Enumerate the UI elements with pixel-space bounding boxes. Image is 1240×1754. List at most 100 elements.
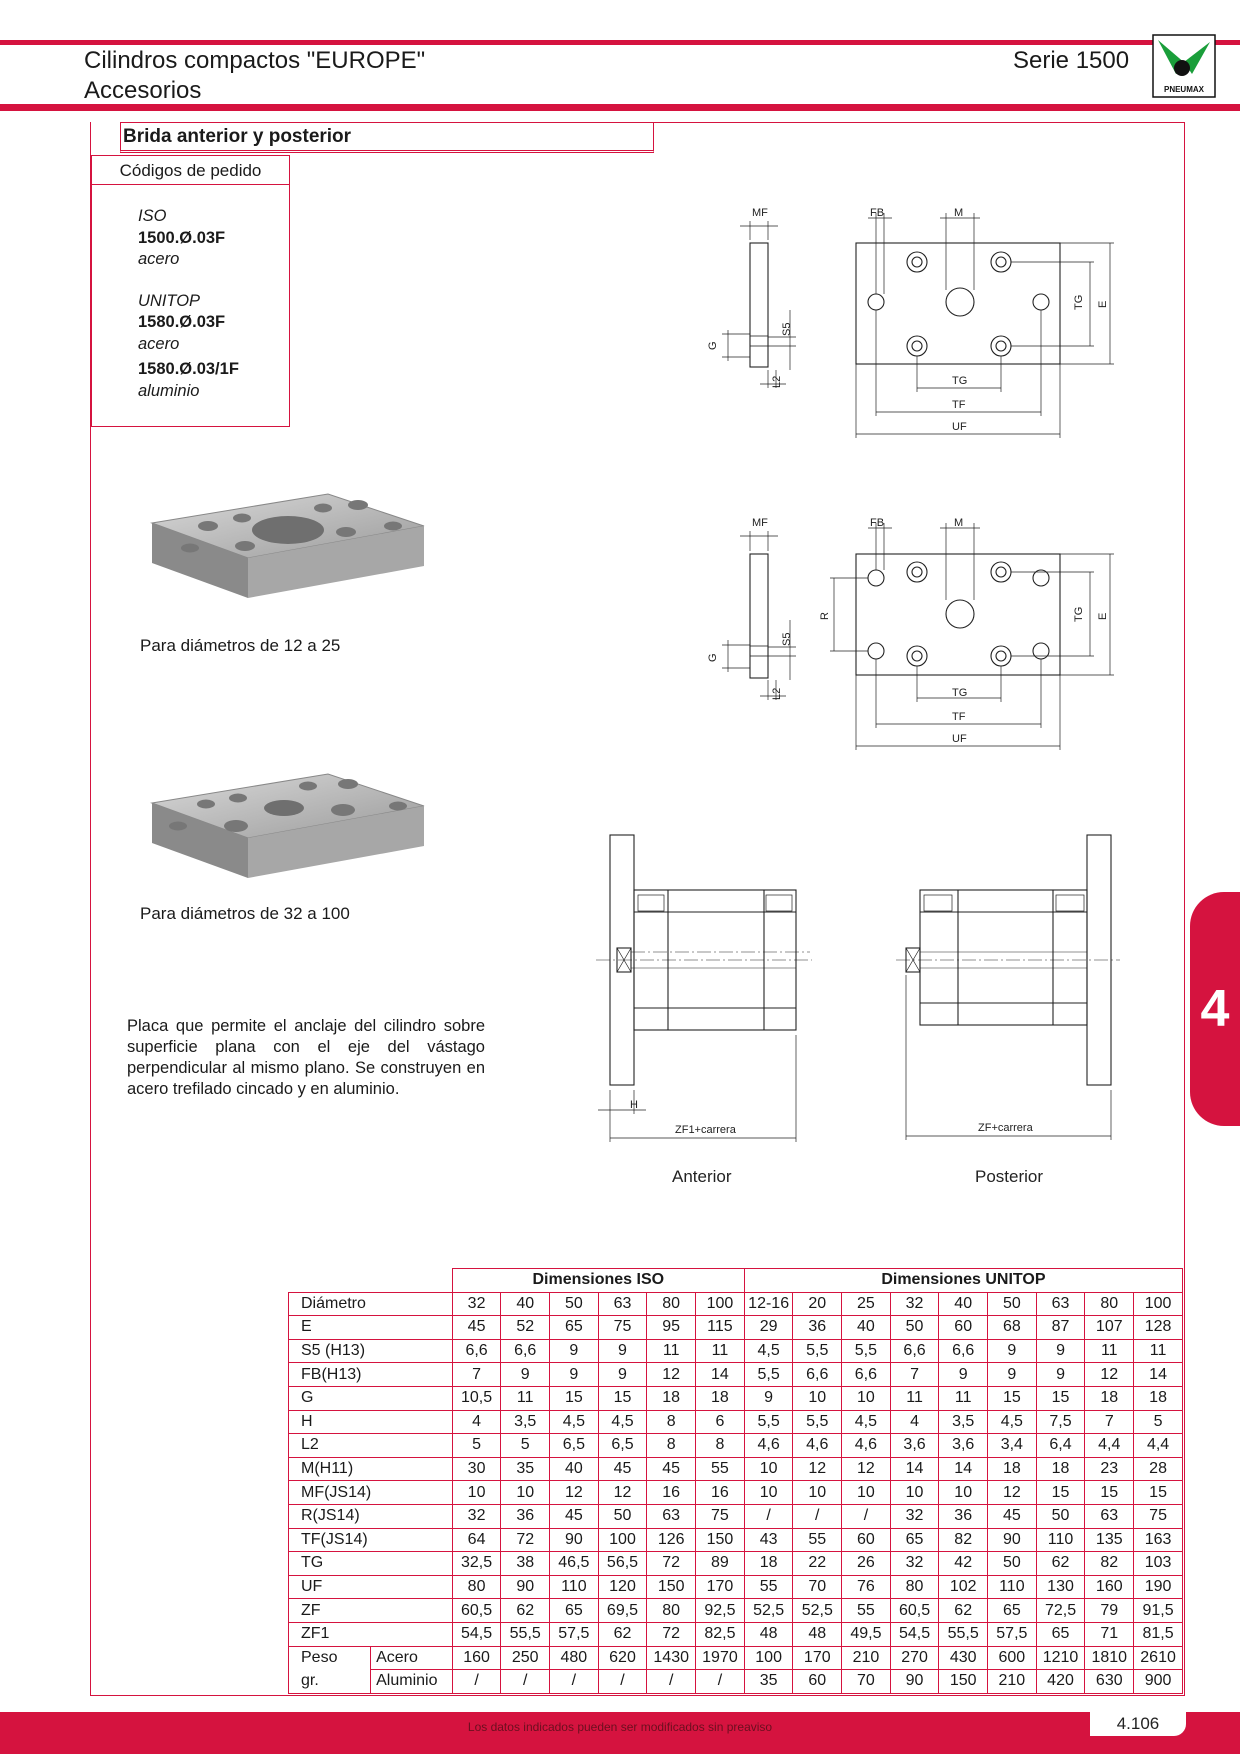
iso-cell: 1970 bbox=[695, 1645, 745, 1671]
unitop-cell: 4,5 bbox=[743, 1338, 794, 1364]
label-tg-v-2: TG bbox=[1073, 607, 1085, 622]
unitop-cell: 9 bbox=[987, 1338, 1037, 1364]
unitop-cell: 22 bbox=[792, 1551, 843, 1576]
iso-cell: 55 bbox=[695, 1456, 745, 1482]
unitop-cell: 4,4 bbox=[1084, 1433, 1135, 1458]
unitop-cell: 57,5 bbox=[987, 1621, 1037, 1647]
row-label: R(JS14) bbox=[288, 1503, 453, 1529]
iso-cell: / bbox=[549, 1669, 599, 1694]
content-frame bbox=[90, 122, 1185, 1696]
row-label: Diámetro bbox=[288, 1291, 453, 1317]
unitop-cell: 15 bbox=[1035, 1385, 1086, 1411]
label-l2-1: L2 bbox=[771, 376, 783, 388]
label-g-1: G bbox=[707, 341, 719, 350]
unitop-cell: 630 bbox=[1084, 1669, 1135, 1694]
code-unitop-alu: 1580.Ø.03/1F bbox=[138, 360, 239, 378]
unitop-cell: 82 bbox=[1084, 1551, 1135, 1576]
unitop-cell: 23 bbox=[1084, 1456, 1135, 1482]
unitop-cell: 163 bbox=[1133, 1527, 1183, 1553]
label-r-2: R bbox=[819, 612, 831, 620]
label-tg-v-1: TG bbox=[1073, 295, 1085, 310]
photo-caption-small: Para diámetros de 12 a 25 bbox=[140, 636, 341, 655]
iso-cell: 15 bbox=[549, 1385, 599, 1411]
unitop-cell: 55,5 bbox=[938, 1621, 989, 1647]
unitop-cell: 40 bbox=[938, 1291, 989, 1317]
row-label: FB(H13) bbox=[288, 1362, 453, 1387]
iso-cell: 6,5 bbox=[597, 1433, 648, 1458]
unitop-cell: 52,5 bbox=[792, 1598, 843, 1623]
iso-cell: 4,5 bbox=[597, 1409, 648, 1435]
iso-cell: 5 bbox=[500, 1433, 551, 1458]
unitop-cell: 190 bbox=[1133, 1574, 1183, 1600]
label-tf-1: TF bbox=[952, 399, 966, 411]
unitop-cell: 4,5 bbox=[987, 1409, 1037, 1435]
header-bottom-bar bbox=[0, 104, 1240, 111]
unitop-cell: 70 bbox=[841, 1669, 891, 1694]
weight-material: Acero bbox=[370, 1645, 453, 1671]
unitop-cell: 7 bbox=[889, 1362, 940, 1387]
unitop-cell: 5,5 bbox=[841, 1338, 891, 1364]
unitop-cell: 4,6 bbox=[743, 1433, 794, 1458]
weight-label: Peso bbox=[287, 1645, 372, 1670]
unitop-cell: 79 bbox=[1084, 1598, 1135, 1623]
unitop-cell: 60 bbox=[792, 1669, 843, 1694]
code-unitop-alu-material: aluminio bbox=[138, 381, 200, 400]
iso-cell: 63 bbox=[597, 1291, 648, 1317]
unitop-cell: 270 bbox=[889, 1645, 940, 1671]
unitop-cell: 6,6 bbox=[938, 1338, 989, 1364]
unitop-cell: 5,5 bbox=[792, 1338, 843, 1364]
iso-cell: 11 bbox=[646, 1338, 697, 1364]
unitop-cell: 4 bbox=[889, 1409, 940, 1435]
label-mf-1: MF bbox=[752, 207, 768, 219]
unitop-cell: 4,6 bbox=[841, 1433, 891, 1458]
unitop-cell: 15 bbox=[1035, 1480, 1086, 1505]
iso-cell: 40 bbox=[549, 1456, 599, 1482]
unitop-cell: 62 bbox=[1035, 1551, 1086, 1576]
unitop-cell: 9 bbox=[1035, 1338, 1086, 1364]
iso-cell: 6,6 bbox=[500, 1338, 551, 1364]
unitop-cell: 15 bbox=[1133, 1480, 1183, 1505]
iso-cell: 57,5 bbox=[549, 1621, 599, 1647]
label-mf-2: MF bbox=[752, 517, 768, 529]
iso-cell: 45 bbox=[549, 1503, 599, 1529]
unitop-cell: 50 bbox=[889, 1315, 940, 1340]
order-codes-list: ISO 1500.Ø.03F acero UNITOP 1580.Ø.03F a… bbox=[138, 206, 239, 402]
iso-cell: 30 bbox=[451, 1456, 502, 1482]
group-iso-header: Dimensiones ISO bbox=[451, 1268, 745, 1293]
unitop-cell: 63 bbox=[1084, 1503, 1135, 1529]
iso-cell: 72 bbox=[500, 1527, 551, 1553]
unitop-cell: 12 bbox=[841, 1456, 891, 1482]
unitop-cell: 60,5 bbox=[889, 1598, 940, 1623]
iso-cell: 126 bbox=[646, 1527, 697, 1553]
iso-cell: 9 bbox=[549, 1338, 599, 1364]
unitop-cell: 72,5 bbox=[1035, 1598, 1086, 1623]
unitop-cell: 91,5 bbox=[1133, 1598, 1183, 1623]
unitop-cell: 4,5 bbox=[841, 1409, 891, 1435]
iso-cell: 45 bbox=[646, 1456, 697, 1482]
unitop-cell: 80 bbox=[889, 1574, 940, 1600]
weight-label: gr. bbox=[287, 1669, 372, 1694]
iso-cell: 18 bbox=[695, 1385, 745, 1411]
iso-cell: 36 bbox=[500, 1503, 551, 1529]
unitop-cell: 70 bbox=[792, 1574, 843, 1600]
unitop-cell: 160 bbox=[1084, 1574, 1135, 1600]
label-uf-2: UF bbox=[952, 733, 967, 745]
unitop-cell: 18 bbox=[743, 1551, 794, 1576]
label-e-2: E bbox=[1097, 613, 1109, 620]
unitop-cell: / bbox=[841, 1503, 891, 1529]
iso-cell: 4,5 bbox=[549, 1409, 599, 1435]
row-label: M(H11) bbox=[288, 1456, 453, 1482]
unitop-cell: 36 bbox=[938, 1503, 989, 1529]
unitop-cell: 26 bbox=[841, 1551, 891, 1576]
unitop-cell: 3,6 bbox=[938, 1433, 989, 1458]
unitop-cell: 210 bbox=[987, 1669, 1037, 1694]
unitop-cell: 76 bbox=[841, 1574, 891, 1600]
unitop-cell: 3,5 bbox=[938, 1409, 989, 1435]
iso-cell: 9 bbox=[549, 1362, 599, 1387]
unitop-cell: 10 bbox=[889, 1480, 940, 1505]
unitop-cell: 11 bbox=[1133, 1338, 1183, 1364]
